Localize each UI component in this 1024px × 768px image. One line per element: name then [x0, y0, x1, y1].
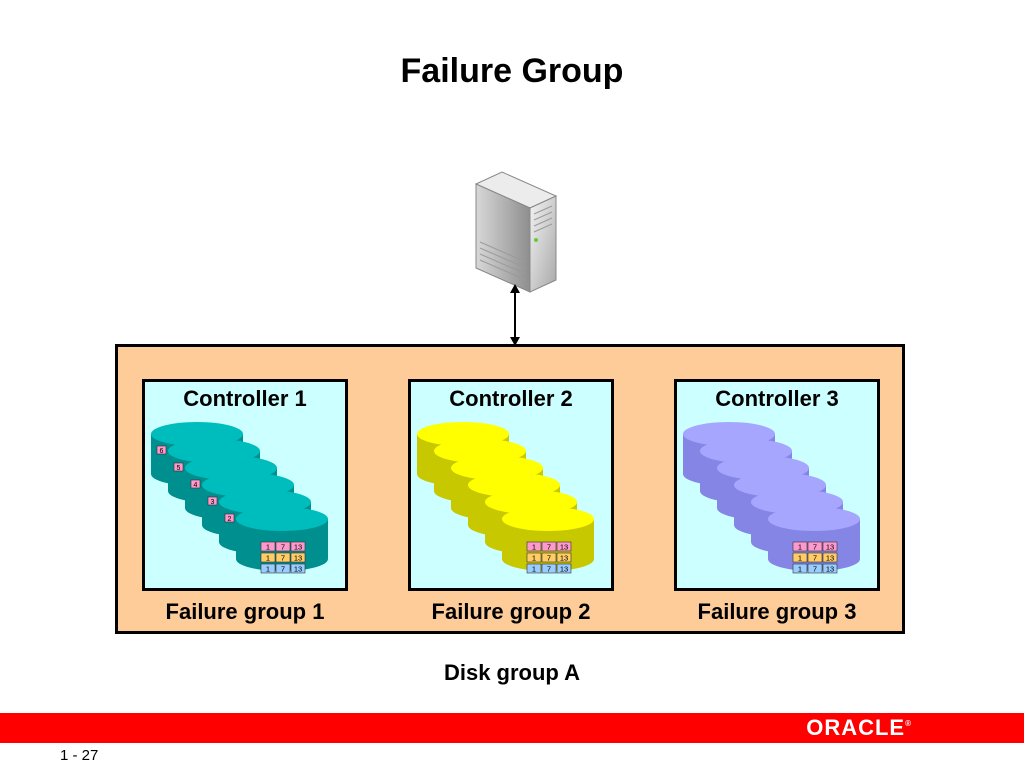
extent-cell — [807, 541, 823, 552]
extent-cell — [260, 563, 276, 574]
extent-cell — [556, 563, 572, 574]
extent-number: 13 — [294, 542, 302, 551]
extent-cell — [290, 552, 306, 563]
extent-number: 1 — [798, 564, 802, 573]
extent-number: 7 — [281, 564, 285, 573]
extent-cell — [541, 552, 557, 563]
controller-2: Controller 2 1 7 13 1 7 13 1 7 13 — [408, 379, 614, 591]
disk-number: 5 — [177, 465, 181, 472]
extent-number: 1 — [266, 542, 270, 551]
extent-number: 7 — [547, 542, 551, 551]
extent-cell — [541, 563, 557, 574]
extent-cell — [290, 541, 306, 552]
extent-number: 1 — [266, 553, 270, 562]
extent-cell — [792, 541, 808, 552]
connection-arrow — [510, 284, 520, 346]
extent-cell — [556, 552, 572, 563]
extent-number: 7 — [813, 553, 817, 562]
extent-cell — [807, 563, 823, 574]
server-icon — [474, 171, 558, 293]
disk-number-tag — [156, 445, 167, 455]
extent-number: 1 — [532, 542, 536, 551]
extent-cell — [275, 563, 291, 574]
disk-number: 4 — [194, 482, 198, 489]
extent-cell — [792, 563, 808, 574]
extent-cell — [290, 563, 306, 574]
failure-group-label: Failure group 3 — [697, 599, 857, 624]
disk-number-tag — [224, 513, 235, 523]
oracle-logo-text: ORACLE — [806, 715, 906, 740]
controller-1: Controller 1 6 5 4 3 2 1 7 13 1 7 13 1 7 13 — [142, 379, 348, 591]
disk-number-tag — [207, 496, 218, 506]
failure-group-label: Failure group 1 — [165, 599, 325, 624]
failure-group-label: Failure group 2 — [431, 599, 591, 624]
extent-cell — [807, 552, 823, 563]
extent-number: 13 — [826, 564, 834, 573]
extent-number: 7 — [813, 564, 817, 573]
disk-stack-3: 1 7 13 1 7 13 1 7 13 — [683, 422, 860, 574]
disk-number: 3 — [211, 499, 215, 506]
extent-cell — [822, 552, 838, 563]
disk-cylinder: 1 7 13 1 7 13 1 7 13 — [768, 507, 860, 574]
extent-number: 13 — [294, 553, 302, 562]
page-number: 1 - 27 — [60, 747, 99, 764]
extent-number: 13 — [560, 564, 568, 573]
extent-cell — [526, 552, 542, 563]
disk-cylinder: 1 7 13 1 7 13 1 7 13 — [502, 507, 594, 574]
extent-cell — [526, 563, 542, 574]
registered-mark: ® — [905, 719, 912, 728]
extent-cell — [822, 563, 838, 574]
extent-number: 13 — [294, 564, 302, 573]
extent-number: 1 — [532, 553, 536, 562]
footer-bar: ORACLE® — [0, 713, 1024, 743]
disk-cylinder: 1 7 13 1 7 13 1 7 13 — [236, 507, 328, 574]
extent-number: 1 — [532, 564, 536, 573]
extent-cell — [260, 552, 276, 563]
extent-cell — [275, 552, 291, 563]
extent-number: 1 — [798, 542, 802, 551]
extent-number: 7 — [547, 564, 551, 573]
extent-cell — [822, 541, 838, 552]
extent-cell — [556, 541, 572, 552]
extent-cell — [275, 541, 291, 552]
oracle-logo: ORACLE® — [806, 713, 912, 743]
extent-cell — [526, 541, 542, 552]
disk-group-box: Controller 1 6 5 4 3 2 1 7 13 1 7 13 1 7 13 Failure g… — [115, 344, 905, 634]
extent-number: 13 — [560, 553, 568, 562]
disk-stack-2: 1 7 13 1 7 13 1 7 13 — [417, 422, 594, 574]
controller-3: Controller 3 1 7 13 1 7 13 1 7 13 — [674, 379, 880, 591]
disk-number-tag — [173, 462, 184, 472]
extent-number: 13 — [826, 553, 834, 562]
controller-label: Controller 2 — [449, 386, 573, 411]
extent-number: 1 — [266, 564, 270, 573]
extent-cell — [792, 552, 808, 563]
extent-number: 7 — [281, 553, 285, 562]
extent-number: 13 — [826, 542, 834, 551]
extent-number: 7 — [813, 542, 817, 551]
extent-number: 7 — [281, 542, 285, 551]
extent-cell — [541, 541, 557, 552]
extent-number: 13 — [560, 542, 568, 551]
disk-number: 2 — [228, 516, 232, 523]
controller-label: Controller 1 — [183, 386, 307, 411]
extent-number: 7 — [547, 553, 551, 562]
disk-stack-1: 6 5 4 3 2 1 7 13 1 7 13 1 7 13 — [151, 422, 328, 574]
controller-label: Controller 3 — [715, 386, 839, 411]
disk-number: 6 — [160, 448, 164, 455]
extent-number: 1 — [798, 553, 802, 562]
extent-cell — [260, 541, 276, 552]
slide-title: Failure Group — [400, 52, 624, 90]
disk-number-tag — [190, 479, 201, 489]
disk-group-label: Disk group A — [443, 660, 581, 685]
